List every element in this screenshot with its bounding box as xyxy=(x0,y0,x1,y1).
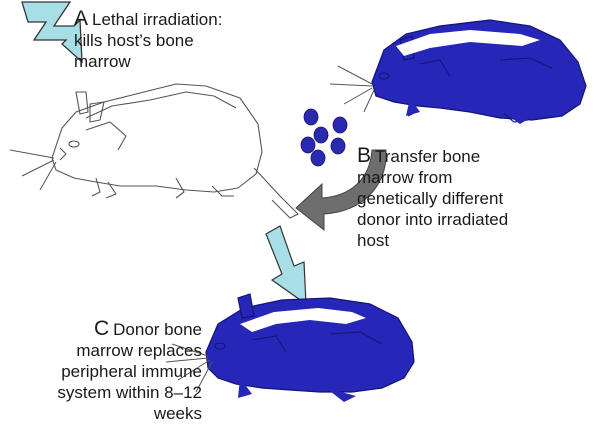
chimeric-mouse xyxy=(206,294,414,402)
down-arrow xyxy=(266,226,306,304)
step-letter-c: C xyxy=(94,317,109,340)
step-a-line-3: marrow xyxy=(74,51,222,72)
marrow-cells xyxy=(301,109,347,166)
lightning-bolt-icon xyxy=(22,2,82,62)
marrow-cell xyxy=(331,138,345,154)
step-c-line-1: Donor bone xyxy=(113,320,202,339)
marrow-cell xyxy=(333,117,347,133)
step-b-line-1: Transfer bone xyxy=(375,147,480,166)
step-c-line-3: peripheral immune xyxy=(42,361,202,382)
step-letter-a: A xyxy=(74,7,88,30)
step-b-line-2: marrow from xyxy=(357,167,508,188)
step-c-line-5: weeks xyxy=(42,403,202,424)
marrow-cell xyxy=(304,109,318,125)
host-whiskers xyxy=(10,150,56,190)
step-b-line-4: donor into irradiated xyxy=(357,209,508,230)
marrow-cell xyxy=(301,137,315,153)
donor-mouse xyxy=(372,20,586,124)
marrow-cell xyxy=(311,150,325,166)
step-letter-b: B xyxy=(357,144,371,167)
step-c-line-4: system within 8–12 xyxy=(42,382,202,403)
marrow-cell xyxy=(314,127,328,143)
step-b-line-3: genetically different xyxy=(357,188,508,209)
donor-whiskers xyxy=(330,66,374,112)
step-a-line-2: kills host’s bone xyxy=(74,30,222,51)
step-a-line-1: Lethal irradiation: xyxy=(92,10,222,29)
host-mouse xyxy=(52,84,298,218)
step-c-line-2: marrow replaces xyxy=(42,340,202,361)
step-b-line-5: host xyxy=(357,230,508,251)
